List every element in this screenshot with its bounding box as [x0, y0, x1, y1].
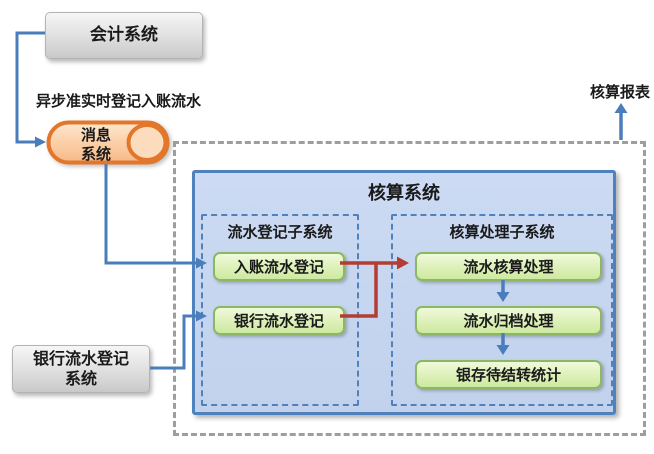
async-registration-note: 异步准实时登记入账流水: [36, 92, 202, 110]
node-bank-flow-registration: 银行流水登记: [213, 306, 345, 335]
node-flow-archive-processing-label: 流水归档处理: [463, 312, 554, 330]
system-boundary-dashed-box: [173, 141, 646, 436]
node-entry-flow-registration-label: 入账流水登记: [233, 258, 324, 276]
accounting-system-node: 会计系统: [45, 12, 203, 59]
message-system-node: 消息 系统: [56, 126, 136, 164]
core-system-panel: 核算系统 流水登记子系统 入账流水登记 银行流水登记 核算处理子系统 流水核算处…: [192, 170, 616, 415]
node-entry-flow-registration: 入账流水登记: [213, 252, 345, 281]
arrowhead-to-report: [614, 103, 628, 113]
node-bank-balance-carryover-stats: 银存待结转统计: [415, 360, 602, 389]
bank-flow-system-label-line2: 系统: [64, 369, 97, 388]
arrowhead-accounting-to-message: [35, 136, 46, 148]
bank-flow-system-label-line1: 银行流水登记: [32, 349, 129, 368]
node-bank-flow-registration-label: 银行流水登记: [233, 312, 324, 330]
flow-registration-subsystem-box: 流水登记子系统 入账流水登记 银行流水登记: [201, 214, 359, 406]
message-system-label-line2: 系统: [80, 145, 111, 163]
node-bank-balance-carryover-stats-label: 银存待结转统计: [455, 366, 561, 384]
node-flow-accounting-processing-label: 流水核算处理: [463, 258, 554, 276]
accounting-system-label: 会计系统: [90, 24, 158, 45]
node-flow-accounting-processing: 流水核算处理: [415, 252, 602, 281]
flow-registration-subsystem-title: 流水登记子系统: [227, 223, 333, 241]
processing-subsystem-title: 核算处理子系统: [449, 223, 555, 241]
core-system-title: 核算系统: [368, 183, 440, 204]
processing-subsystem-box: 核算处理子系统 流水核算处理 流水归档处理 银存待结转统计: [391, 214, 613, 406]
node-flow-archive-processing: 流水归档处理: [415, 306, 602, 335]
message-system-cylinder-icon: [46, 120, 170, 165]
arrow-accounting-to-message: [15, 31, 45, 144]
bank-flow-registration-system-node: 银行流水登记 系统: [12, 345, 150, 393]
message-system-label-line1: 消息: [80, 126, 111, 144]
report-output-label: 核算报表: [589, 83, 650, 101]
